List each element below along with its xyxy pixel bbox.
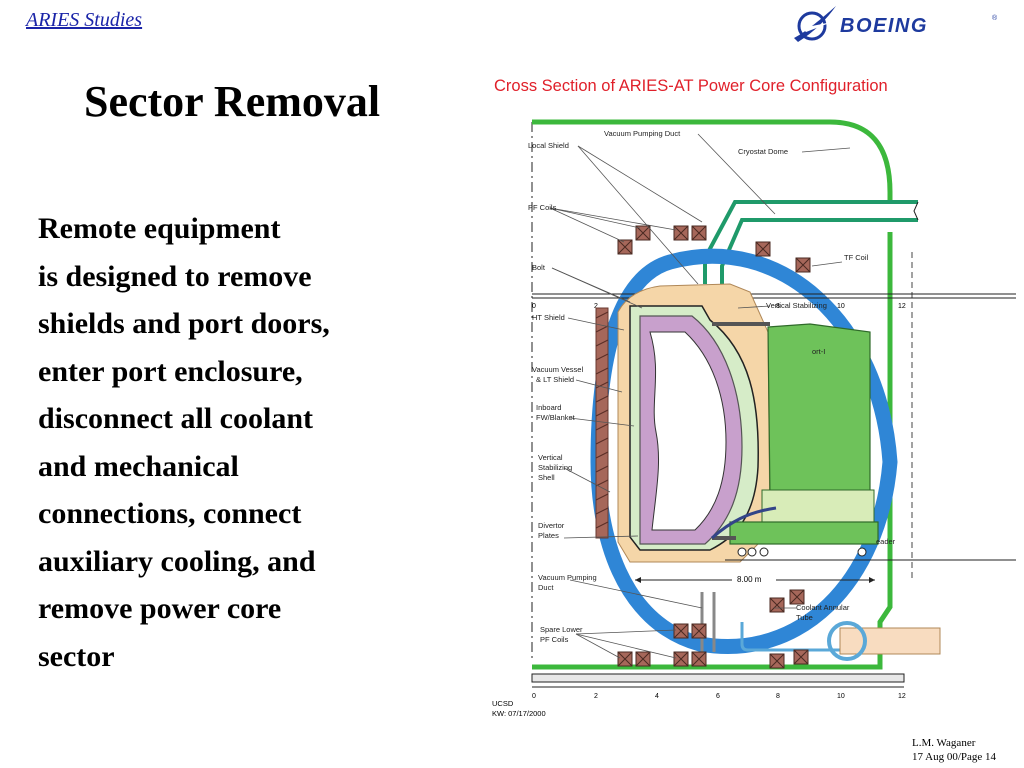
body-line: Remote equipment	[38, 212, 281, 245]
body-line: auxiliary cooling, and	[38, 544, 316, 578]
label-ht-shield: HT Shield	[532, 313, 565, 322]
leader-lines	[549, 133, 851, 659]
label-tf-coil: TF Coil	[844, 253, 869, 262]
svg-text:10: 10	[837, 303, 845, 310]
coolant-ring	[827, 621, 867, 661]
label-shell: Shell	[538, 473, 555, 482]
svg-text:8: 8	[776, 693, 780, 700]
body-line: and mechanical	[38, 449, 239, 483]
svg-text:2: 2	[594, 303, 598, 310]
dimension-line: 8.00 m	[635, 571, 875, 585]
label-pf-coils-lower: PF Coils	[540, 635, 569, 644]
label-fw-blanket: FW/Blanket	[536, 413, 576, 422]
vacuum-pumping-duct-lower	[700, 592, 716, 652]
body-line: disconnect all coolant	[38, 402, 313, 435]
label-inboard: Inboard	[536, 403, 561, 412]
figure-title: Cross Section of ARIES-AT Power Core Con…	[494, 77, 888, 95]
svg-text:4: 4	[655, 693, 659, 700]
label-cryostat-dome: Cryostat Dome	[738, 147, 788, 156]
label-bolt: Bolt	[532, 263, 546, 272]
coolant-annular-tube	[740, 622, 920, 652]
label-vacuum-vessel: Vacuum Vessel	[532, 365, 583, 374]
bottom-ruler: 0 2 4 6 8 10 12	[531, 673, 906, 700]
body-line: enter port enclosure,	[38, 354, 303, 388]
svg-text:8: 8	[776, 303, 780, 310]
label-vertical-stabilizing: Vertical Stabilizing	[766, 301, 827, 310]
stamp-org: UCSD	[492, 699, 514, 708]
label-stabilizing: Stabilizing	[538, 463, 572, 472]
aries-studies-link[interactable]: ARIES Studies	[26, 9, 143, 31]
boeing-registered-mark: ®	[992, 14, 998, 22]
body-line: is designed to remove	[38, 259, 312, 293]
footer-author: L.M. Waganer	[912, 737, 976, 749]
boeing-symbol-icon	[794, 6, 836, 42]
label-port: ort-I	[812, 347, 825, 356]
slide-title: Sector Removal	[84, 77, 381, 126]
label-pf-coils: PF Coils	[528, 203, 557, 212]
coolant-hose	[711, 506, 777, 540]
sector-transporter	[729, 521, 879, 545]
footer-date-page: 17 Aug 00/Page 14	[912, 751, 997, 763]
body-line: shields and port doors,	[38, 307, 330, 340]
svg-text:0: 0	[532, 303, 536, 310]
label-duct: Duct	[538, 583, 554, 592]
sector-lower-plate	[761, 489, 875, 523]
svg-text:2: 2	[594, 693, 598, 700]
label-plates: Plates	[538, 531, 559, 540]
vacuum-pumping-duct-top	[703, 200, 918, 284]
label-tube: Tube	[796, 613, 813, 622]
plasma-core	[649, 331, 727, 531]
svg-text:12: 12	[898, 303, 906, 310]
label-vacuum-pumping: Vacuum Pumping	[538, 573, 597, 582]
label-header: eader	[876, 537, 896, 546]
label-vacuum-pumping-duct: Vacuum Pumping Duct	[604, 129, 681, 138]
svg-text:0: 0	[532, 693, 536, 700]
label-vertical: Vertical	[538, 453, 563, 462]
label-lt-shield: & LT Shield	[536, 375, 574, 384]
svg-text:6: 6	[716, 693, 720, 700]
coolant-pipe	[839, 627, 941, 655]
label-local-shield: Local Shield	[528, 141, 569, 150]
stamp-date: KW: 07/17/2000	[492, 709, 546, 718]
body-line: sector	[38, 639, 115, 673]
sector-port-extension	[767, 323, 871, 498]
boeing-logo: BOEING ®	[794, 6, 998, 42]
transporter-wheels	[737, 547, 867, 557]
svg-text:12: 12	[898, 693, 906, 700]
label-spare-lower: Spare Lower	[540, 625, 583, 634]
label-divertor: Divertor	[538, 521, 565, 530]
label-coolant-annular: Coolant Annular	[796, 603, 850, 612]
boeing-wordmark: BOEING	[840, 15, 928, 37]
body-text: Remote equipment is designed to remove s…	[38, 205, 458, 680]
svg-text:10: 10	[837, 693, 845, 700]
top-ruler: 0 2 4 6 8 10 12	[532, 293, 1016, 310]
power-core-cross-section: Cross Section of ARIES-AT Power Core Con…	[492, 77, 1016, 718]
body-line: connections, connect	[38, 497, 302, 530]
body-line: remove power core	[38, 592, 282, 625]
svg-text:8.00 m: 8.00 m	[737, 575, 762, 584]
footer: L.M. Waganer 17 Aug 00/Page 14	[912, 736, 996, 764]
